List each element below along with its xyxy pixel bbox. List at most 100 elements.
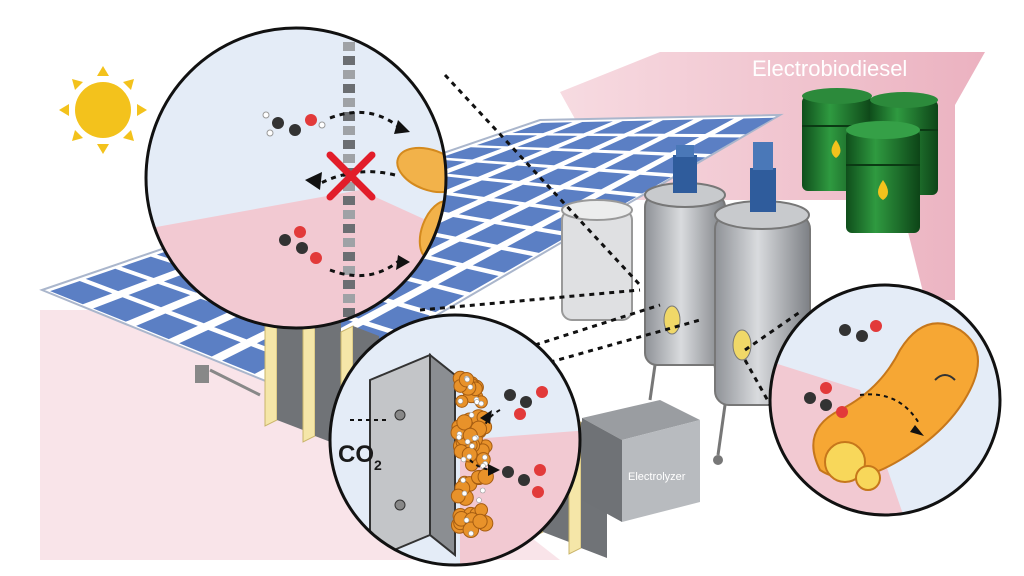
hydrogen-atom xyxy=(464,438,471,445)
molecule-icon xyxy=(502,464,546,498)
solar-cell xyxy=(507,231,568,253)
membrane-segment xyxy=(343,154,355,163)
hydrogen-atom xyxy=(461,490,468,497)
hydrogen-atom xyxy=(479,487,486,494)
co2-subscript: 2 xyxy=(374,457,382,473)
membrane-segment xyxy=(343,126,355,135)
membrane-segment xyxy=(343,112,355,121)
solar-cell xyxy=(522,150,584,166)
solar-cell xyxy=(487,165,549,182)
membrane-segment xyxy=(343,70,355,79)
solar-cell xyxy=(458,200,520,220)
membrane-segment xyxy=(343,196,355,205)
zoom-bacterium xyxy=(768,283,1002,517)
solar-cell xyxy=(639,136,700,153)
membrane-segment xyxy=(343,266,355,275)
electrolyzer-fin xyxy=(302,309,316,443)
solar-cell xyxy=(438,268,499,293)
solar-cell xyxy=(465,224,527,245)
membrane-segment xyxy=(343,84,355,93)
product-label: Electrobiodiesel xyxy=(752,56,907,81)
bioreactor-icon xyxy=(561,199,633,321)
hydrogen-atom xyxy=(460,477,466,484)
membrane-segment xyxy=(343,56,355,65)
solar-cell xyxy=(512,122,573,134)
co2-label: CO xyxy=(338,441,374,468)
sun-icon xyxy=(59,66,147,154)
hydrogen-atom xyxy=(480,463,486,469)
molecule-icon xyxy=(504,386,548,420)
membrane-segment xyxy=(343,140,355,149)
solar-cell xyxy=(93,297,156,322)
hydrogen-atom xyxy=(468,412,475,418)
hydrogen-atom xyxy=(466,453,473,460)
hydrogen-atom xyxy=(476,497,482,503)
hydrogen-atom xyxy=(457,398,464,404)
solar-cell xyxy=(403,287,465,313)
solar-cell xyxy=(128,283,191,308)
electrolyzer-label: Electrolyzer xyxy=(628,471,686,483)
drop-icon xyxy=(831,140,841,158)
oil-drums xyxy=(802,88,938,233)
solar-cell xyxy=(558,135,619,150)
catalyst-particle xyxy=(472,513,488,529)
molecule-icon xyxy=(279,226,322,264)
hydrogen-atom xyxy=(469,443,475,449)
solar-cell xyxy=(423,216,485,237)
solar-cell xyxy=(430,241,492,264)
solar-cell xyxy=(528,168,590,186)
membrane-segment xyxy=(343,224,355,233)
membrane-segment xyxy=(343,280,355,289)
solar-cell xyxy=(441,147,502,160)
solar-cell xyxy=(482,148,543,163)
solar-cell xyxy=(446,162,508,177)
zoom-electrode: CO 2 xyxy=(328,313,582,567)
hydrogen-atom xyxy=(482,454,488,461)
hydrogen-atom xyxy=(478,400,485,407)
solar-cell xyxy=(121,256,184,278)
membrane-segment xyxy=(343,252,355,261)
solar-cell xyxy=(563,152,624,169)
zoom-connectors xyxy=(419,73,801,441)
membrane-segment xyxy=(343,98,355,107)
molecule-icon xyxy=(839,320,882,342)
catalyst-particle xyxy=(456,414,473,431)
membrane-segment xyxy=(343,294,355,303)
hydrogen-atom xyxy=(471,435,478,442)
solar-cell xyxy=(136,313,198,340)
hydrogen-atom xyxy=(464,376,471,383)
barrel-icon xyxy=(846,121,920,233)
solar-cell xyxy=(472,249,534,273)
molecule-icon xyxy=(262,111,326,137)
membrane-segment xyxy=(343,182,355,191)
solar-cell xyxy=(569,171,630,190)
solar-cell xyxy=(535,189,596,208)
solar-cell xyxy=(452,180,514,197)
membrane-segment xyxy=(343,42,355,51)
membrane-segment xyxy=(343,308,355,317)
solar-cell xyxy=(179,329,241,357)
solar-cell xyxy=(611,174,671,194)
hydrogen-atom xyxy=(456,434,462,441)
electrolyzer-box-icon: Electrolyzer xyxy=(582,400,700,522)
solar-cell xyxy=(50,280,113,305)
solar-cell xyxy=(633,119,694,134)
hydrogen-atom xyxy=(468,530,474,537)
blocked-x-icon xyxy=(326,151,376,201)
zoom-membrane xyxy=(144,26,448,330)
bacteria-icon xyxy=(396,146,446,194)
solar-cell xyxy=(604,154,665,171)
hydrogen-atom xyxy=(460,456,467,463)
solar-cell xyxy=(368,306,430,332)
hydrogen-atom xyxy=(463,517,470,524)
solar-cell xyxy=(593,120,654,134)
solar-cell xyxy=(85,268,148,292)
solar-cell xyxy=(552,121,613,134)
solar-cell xyxy=(517,135,578,148)
membrane-segment xyxy=(343,210,355,219)
solar-cell xyxy=(674,118,734,135)
molecule-icon xyxy=(804,382,848,418)
solar-cell xyxy=(680,137,740,154)
